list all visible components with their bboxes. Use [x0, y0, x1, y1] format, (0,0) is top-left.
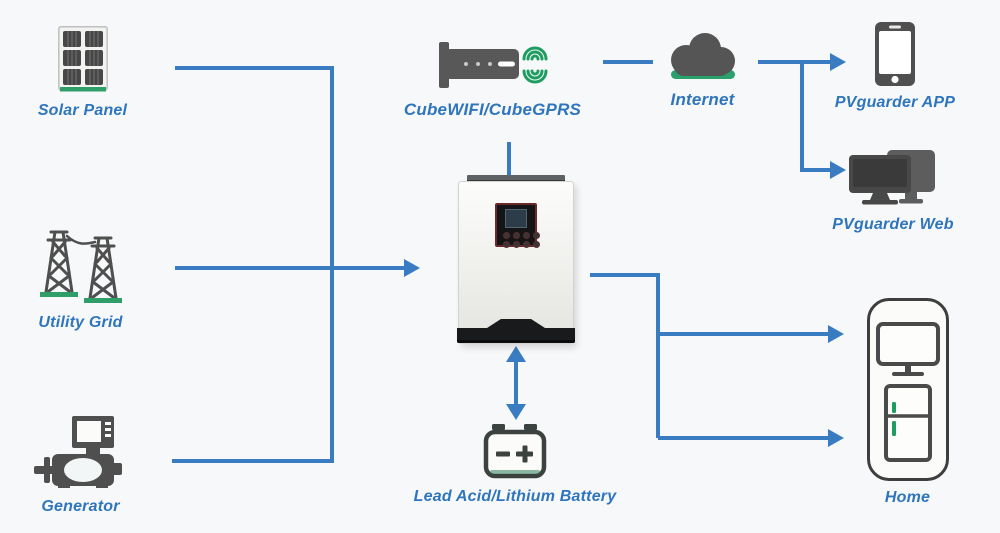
- arrowhead-battery-down: [506, 404, 526, 420]
- cube-wifi-label: CubeWIFI/CubeGPRS: [403, 100, 582, 119]
- internet-cloud-icon: [670, 33, 735, 79]
- utility-grid-icon: [39, 230, 122, 303]
- fridge-icon: [883, 384, 932, 462]
- battery-label: Lead Acid/Lithium Battery: [413, 488, 617, 505]
- node-internet: Internet: [650, 28, 755, 110]
- pvguarder-web-label: PVguarder Web: [832, 216, 954, 233]
- wifi-signal-icon: [522, 46, 547, 84]
- node-pvguarder-web: PVguarder Web: [828, 150, 958, 234]
- solar-panel-label: Solar Panel: [37, 102, 128, 119]
- solar-panel-icon: [57, 26, 108, 92]
- node-home: Home: [845, 298, 970, 507]
- home-label: Home: [884, 489, 931, 506]
- battery-icon: [483, 424, 547, 479]
- inverter-lcd-screen: [505, 209, 527, 228]
- node-battery: Lead Acid/Lithium Battery: [405, 424, 625, 506]
- node-utility-grid: Utility Grid: [18, 224, 143, 332]
- inverter-base-bump: [487, 319, 545, 328]
- node-pvguarder-app: PVguarder APP: [830, 22, 960, 112]
- pvguarder-app-label: PVguarder APP: [834, 94, 956, 111]
- arrowhead-home-tv: [828, 325, 844, 343]
- computers-icon: [849, 150, 935, 205]
- arrowhead-battery-up: [506, 346, 526, 362]
- node-solar-panel: Solar Panel: [20, 26, 145, 120]
- home-box: [866, 298, 949, 481]
- smartphone-icon: [875, 22, 915, 86]
- inverter-base-band: [457, 328, 575, 343]
- tv-icon: [875, 322, 940, 376]
- generator-icon: [33, 416, 122, 488]
- arrowhead-web: [830, 161, 846, 179]
- inverter-buttons: [500, 232, 540, 248]
- inverter-device: [457, 170, 575, 344]
- inverter-body: [457, 181, 575, 344]
- node-cube-wifi: CubeWIFI/CubeGPRS: [400, 40, 585, 120]
- connector-inverter-to-home: [590, 273, 828, 440]
- connector-sources-trunk: [172, 66, 334, 463]
- node-generator: Generator: [18, 416, 143, 516]
- arrowhead-app: [830, 53, 846, 71]
- utility-grid-label: Utility Grid: [38, 314, 123, 331]
- internet-label: Internet: [670, 90, 735, 109]
- arrowhead-grid: [404, 259, 420, 277]
- connector-internet-branch: [758, 60, 830, 172]
- wifi-dongle-icon: [438, 42, 547, 88]
- inverter-control-panel: [495, 203, 540, 248]
- generator-label: Generator: [41, 498, 120, 515]
- arrowhead-home-fridge: [828, 429, 844, 447]
- inverter-mount-bracket: [467, 175, 565, 183]
